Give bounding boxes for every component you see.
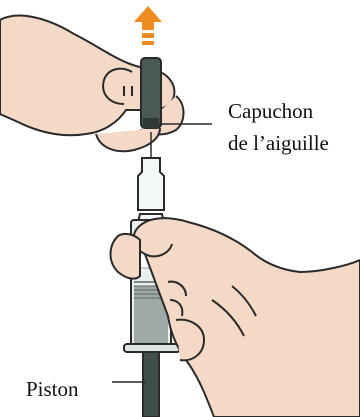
needle-cap (141, 58, 161, 128)
needle-cap-label-line2: de l’aiguille (228, 130, 329, 156)
needle-cap-label-line1: Capuchon (228, 98, 313, 124)
piston-label: Piston (26, 376, 79, 402)
lower-hand-thumb (111, 234, 141, 279)
up-arrow-icon (134, 6, 162, 45)
plunger-rod (143, 352, 159, 417)
finger-flange (124, 344, 180, 352)
lower-hand (134, 218, 360, 417)
